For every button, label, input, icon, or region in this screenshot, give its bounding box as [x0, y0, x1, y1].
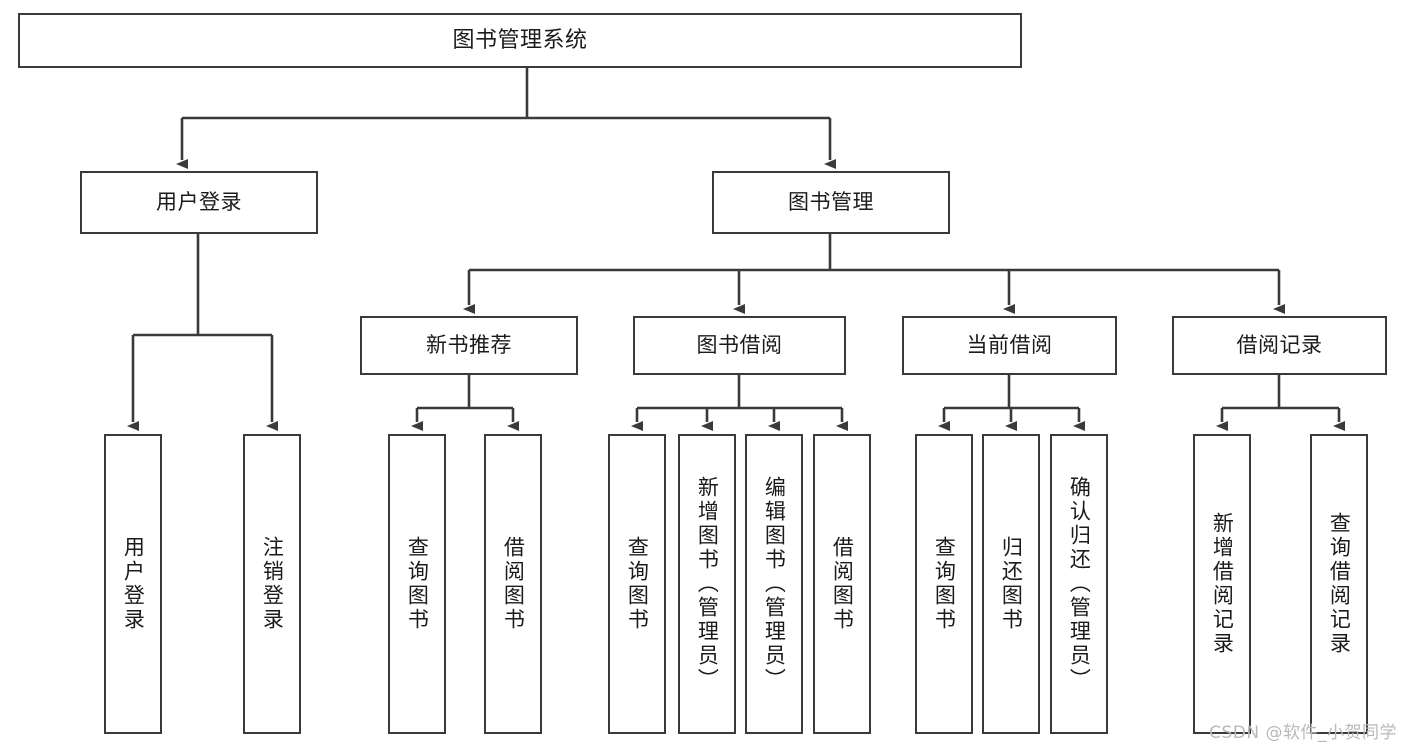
leaf-add-borrow-record[interactable]: 新增借阅记录: [1193, 434, 1251, 734]
leaf-label: 编辑图书（管理员）: [762, 476, 787, 692]
leaf-user-login[interactable]: 用户登录: [104, 434, 162, 734]
leaf-add-book-admin[interactable]: 新增图书（管理员）: [678, 434, 736, 734]
leaf-logout-login[interactable]: 注销登录: [243, 434, 301, 734]
node-borrow-record[interactable]: 借阅记录: [1172, 316, 1387, 375]
node-user-login[interactable]: 用户登录: [80, 171, 318, 234]
node-current-borrow[interactable]: 当前借阅: [902, 316, 1117, 375]
watermark: CSDN @软件_小贺同学: [1209, 723, 1397, 743]
leaf-label: 查询借阅记录: [1327, 512, 1352, 656]
leaf-label: 查询图书: [625, 536, 650, 632]
leaf-query-book-recommend[interactable]: 查询图书: [388, 434, 446, 734]
leaf-query-book-borrow[interactable]: 查询图书: [608, 434, 666, 734]
leaf-label: 归还图书: [999, 536, 1024, 632]
node-root-system[interactable]: 图书管理系统: [18, 13, 1022, 68]
leaf-label: 借阅图书: [830, 536, 855, 632]
leaf-edit-book-admin[interactable]: 编辑图书（管理员）: [745, 434, 803, 734]
leaf-borrow-book[interactable]: 借阅图书: [813, 434, 871, 734]
leaf-label: 新增借阅记录: [1210, 512, 1235, 656]
leaf-label: 新增图书（管理员）: [695, 476, 720, 692]
leaf-label: 注销登录: [260, 536, 285, 632]
leaf-label: 查询图书: [405, 536, 430, 632]
leaf-label: 查询图书: [932, 536, 957, 632]
leaf-borrow-book-recommend[interactable]: 借阅图书: [484, 434, 542, 734]
node-new-book-recommend[interactable]: 新书推荐: [360, 316, 578, 375]
node-book-borrow[interactable]: 图书借阅: [633, 316, 846, 375]
leaf-query-book-current[interactable]: 查询图书: [915, 434, 973, 734]
leaf-label: 用户登录: [121, 536, 146, 632]
leaf-query-borrow-record[interactable]: 查询借阅记录: [1310, 434, 1368, 734]
leaf-confirm-return-admin[interactable]: 确认归还（管理员）: [1050, 434, 1108, 734]
leaf-label: 确认归还（管理员）: [1067, 476, 1092, 692]
node-book-management[interactable]: 图书管理: [712, 171, 950, 234]
leaf-label: 借阅图书: [501, 536, 526, 632]
leaf-return-book[interactable]: 归还图书: [982, 434, 1040, 734]
